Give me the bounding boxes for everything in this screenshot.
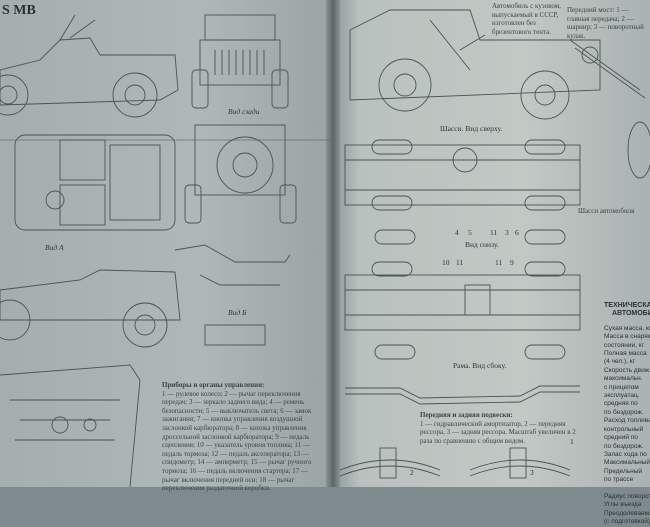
tech-line: Радиус поворот.	[604, 492, 650, 500]
caption-view-rear: Вид сзади	[228, 107, 260, 116]
tech-line: Запас хода по	[604, 450, 647, 458]
tech-line: по бездорож.	[604, 442, 644, 450]
tech-line: Максимальный	[604, 459, 650, 467]
jeep-side-view-bottom	[0, 244, 291, 348]
chassis-side-note: Шасси автомобиля	[578, 207, 635, 215]
tech-line: Скорость движ.	[604, 366, 650, 374]
tech-line: максимальн.	[604, 375, 643, 383]
callout: 11	[490, 228, 498, 237]
controls-legend: Приборы и органы управления: 1 — рулевое…	[162, 381, 317, 493]
callout: 11	[495, 258, 503, 267]
callout: 3	[505, 228, 509, 237]
tech-line: эксплуатац.	[604, 392, 640, 400]
tech-line: (4 чел.), кг	[604, 358, 635, 366]
tech-line: по бездорож.	[604, 408, 644, 416]
dashboard-drawing	[0, 364, 141, 487]
callout: 5	[468, 228, 472, 237]
tech-heading-2: АВТОМОБИ	[612, 310, 650, 318]
tech-line: с прицепом	[604, 383, 639, 391]
book-spine	[326, 0, 340, 487]
front-axle-drawing	[569, 39, 650, 179]
tech-line: средняя по	[604, 400, 638, 408]
frame-side-view	[345, 385, 580, 405]
tech-line: по трассе	[604, 476, 634, 484]
tech-line: средний по	[604, 434, 638, 442]
callout: 2	[410, 468, 414, 477]
tech-line: Полная масса	[604, 350, 647, 358]
tech-line: состоянии, кг	[604, 341, 644, 349]
tech-line	[604, 485, 650, 493]
caption-chassis-top: Шасси. Вид сверху.	[440, 124, 503, 133]
suspension-legend: Передняя и задняя подвески: 1 — гидравли…	[420, 411, 580, 445]
jeep-rear-view	[184, 124, 297, 224]
callout: 10	[442, 258, 450, 267]
suspension-drawing	[339, 447, 571, 479]
left-page	[0, 0, 332, 487]
tech-line: Преодолеваем.	[604, 509, 650, 517]
caption-view-a: Вид А	[45, 243, 64, 252]
chassis-bottom-view	[344, 261, 581, 360]
suspension-heading: Передняя и задняя подвески:	[420, 411, 513, 419]
caption-view-bottom: Вид снизу.	[465, 240, 499, 249]
jeep-side-view-right	[349, 9, 601, 120]
chassis-top-view	[344, 139, 581, 245]
jeep-top-view	[14, 134, 176, 231]
right-page	[334, 0, 650, 487]
controls-heading: Приборы и органы управления:	[162, 381, 265, 389]
caption-view-b: Вид Б	[228, 308, 247, 317]
tech-line: Предельный	[604, 467, 643, 475]
tech-line: Сухая масса, кг	[604, 324, 650, 332]
front-axle-note: Передний мост: 1 — главная передача; 2 —…	[567, 6, 644, 40]
top-note: Автомобиль с кузовом, выпускаемый в СССР…	[492, 2, 561, 36]
callout: 6	[515, 228, 519, 237]
tech-line: Расход топлива	[604, 417, 650, 425]
callout: 11	[456, 258, 464, 267]
jeep-front-view	[191, 14, 289, 109]
tech-line: Масса в снаряж.	[604, 333, 650, 341]
tech-line: (с подготовкой)	[604, 518, 650, 526]
callout: 3	[530, 468, 534, 477]
tech-specs: ТЕХНИЧЕСКАЯ АВТОМОБИ Сухая масса, кгМасс…	[604, 302, 650, 527]
callout: 4	[455, 228, 459, 237]
controls-text: 1 — рулевое колесо; 2 — рычаг переключен…	[162, 389, 312, 493]
tech-line: Углы въезда	[604, 501, 642, 509]
technical-drawings	[0, 9, 650, 487]
title-fragment: S MB	[2, 3, 36, 18]
tech-heading-1: ТЕХНИЧЕСКАЯ	[604, 302, 650, 309]
suspension-text: 1 — гидравлический амортизатор, 2 — пере…	[420, 419, 576, 445]
jeep-side-view-top	[0, 14, 330, 141]
caption-frame-side: Рама. Вид сбоку.	[453, 361, 507, 370]
callout: 1	[570, 437, 574, 446]
tech-line: контрольный	[604, 425, 644, 433]
callout: 9	[510, 258, 514, 267]
